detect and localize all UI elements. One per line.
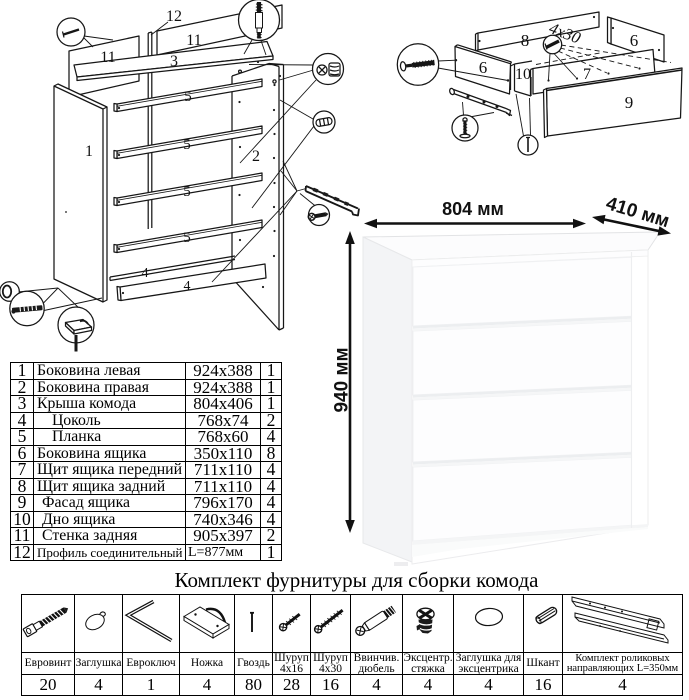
svg-text:11: 11 bbox=[100, 49, 115, 66]
svg-text:940 мм: 940 мм bbox=[332, 347, 353, 412]
svg-text:5: 5 bbox=[184, 89, 192, 105]
svg-text:6: 6 bbox=[479, 58, 488, 77]
svg-text:2: 2 bbox=[252, 148, 260, 165]
svg-text:5: 5 bbox=[183, 230, 191, 246]
svg-text:10: 10 bbox=[515, 66, 531, 83]
svg-text:4: 4 bbox=[184, 279, 191, 294]
svg-text:6: 6 bbox=[630, 31, 639, 50]
svg-text:11: 11 bbox=[186, 32, 201, 49]
svg-text:1: 1 bbox=[85, 143, 93, 160]
svg-text:8: 8 bbox=[521, 31, 530, 50]
svg-text:5: 5 bbox=[183, 184, 191, 200]
svg-text:9: 9 bbox=[625, 93, 634, 112]
svg-text:804 мм: 804 мм bbox=[442, 199, 504, 219]
svg-text:3: 3 bbox=[170, 53, 178, 70]
svg-text:5: 5 bbox=[183, 137, 191, 153]
svg-text:7: 7 bbox=[583, 66, 591, 83]
svg-text:4: 4 bbox=[142, 266, 149, 281]
svg-text:12: 12 bbox=[166, 8, 182, 25]
